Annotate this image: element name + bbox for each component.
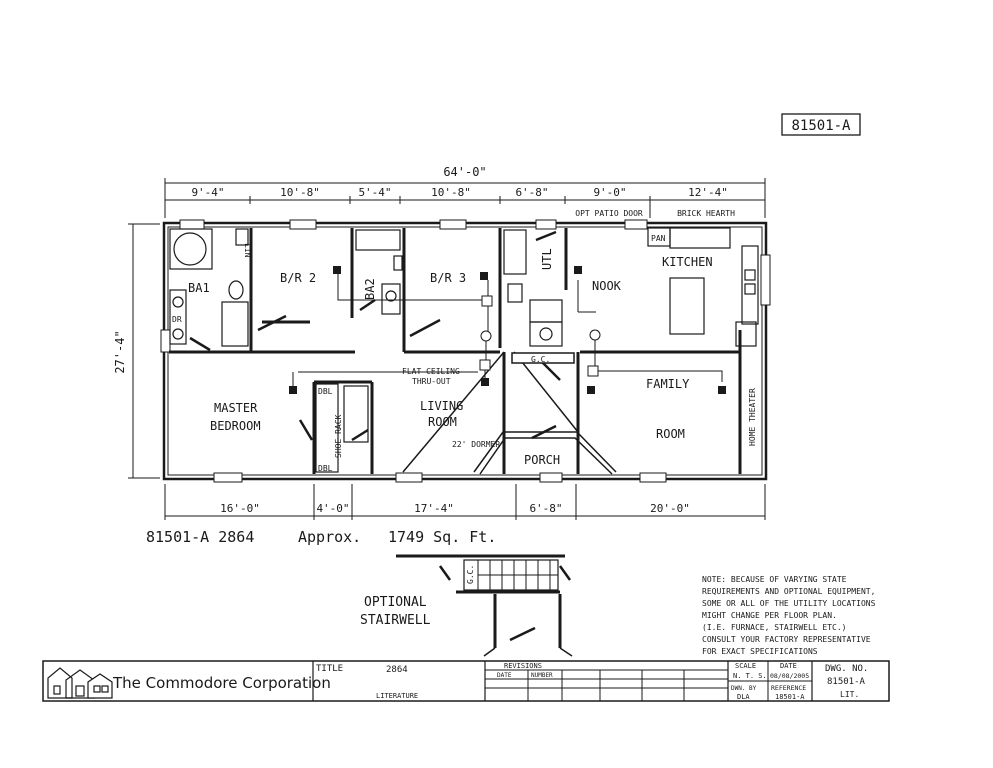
company-name: The Commodore Corporation	[112, 674, 331, 692]
title-block-text: TITLE 2864 LITERATURE REVISIONS DATE NUM…	[316, 662, 868, 701]
bottom-dim: 20'-0"	[650, 502, 690, 515]
note-line: SOME OR ALL OF THE UTILITY LOCATIONS	[702, 599, 876, 608]
top-dim: 10'-8"	[431, 186, 471, 199]
revisions-label: REVISIONS	[504, 662, 542, 670]
duct-markers	[292, 272, 723, 386]
top-dimensions: 9'-4" 10'-8" 5'-4" 10'-8" 6'-8" 9'-0" 12…	[191, 186, 727, 199]
dbl-bottom-label: DBL	[318, 464, 333, 473]
room-label-family-2: ROOM	[656, 427, 685, 441]
caption-approx: Approx.	[298, 528, 361, 546]
title-block	[42, 660, 890, 702]
top-dim: 12'-4"	[688, 186, 728, 199]
room-label-master-2: BEDROOM	[210, 419, 261, 433]
room-label-br2: B/R 2	[280, 271, 316, 285]
title-label: TITLE	[316, 664, 343, 674]
vent-registers	[289, 266, 726, 394]
top-dim: 6'-8"	[515, 186, 548, 199]
room-label-ba1: BA1	[188, 281, 210, 295]
reference-value: 18501-A	[775, 693, 805, 701]
date-label: DATE	[780, 662, 797, 670]
lit-label: LIT.	[840, 690, 859, 699]
top-dim: 9'-4"	[191, 186, 224, 199]
revision-date-header: DATE	[497, 672, 512, 679]
dormer-label: 22' DORMER	[452, 440, 500, 449]
room-label-living-1: LIVING	[420, 399, 463, 413]
note-line: CONSULT YOUR FACTORY REPRESENTATIVE	[702, 635, 871, 644]
drawing-number-value: 81501-A	[827, 677, 866, 687]
note-line: REQUIREMENTS AND OPTIONAL EQUIPMENT,	[702, 587, 875, 596]
room-label-br3: B/R 3	[430, 271, 466, 285]
top-dim: 5'-4"	[358, 186, 391, 199]
top-dim: 9'-0"	[593, 186, 626, 199]
stairwell-gc-label: G.C.	[466, 565, 475, 584]
company-logo-icon	[47, 667, 113, 699]
disclaimer-note: NOTE: BECAUSE OF VARYING STATE REQUIREME…	[702, 575, 876, 656]
room-label-living-2: ROOM	[428, 415, 457, 429]
drawn-by-value: DLA	[737, 693, 750, 701]
stairwell-label-1: OPTIONAL	[364, 595, 427, 610]
gc-label: G.C.	[531, 355, 550, 364]
linen-label: LIN	[243, 243, 252, 258]
caption-area: 1749 Sq. Ft.	[388, 528, 496, 546]
room-label-kitchen: KITCHEN	[662, 255, 713, 269]
stairwell-label-2: STAIRWELL	[360, 613, 431, 628]
top-dimension-ticks	[165, 196, 765, 218]
porch-walls	[402, 351, 617, 475]
reference-label: REFERENCE	[771, 684, 806, 692]
dr-label: DR	[172, 315, 182, 324]
date-value: 08/08/2005	[770, 672, 809, 680]
interior-walls	[169, 228, 742, 474]
literature-label: LITERATURE	[376, 692, 418, 700]
drawing-number-label: DWG. NO.	[825, 664, 868, 674]
bottom-dim: 16'-0"	[220, 502, 260, 515]
overall-depth-label: 27'-4"	[113, 330, 127, 373]
bottom-dim: 17'-4"	[414, 502, 454, 515]
note-line: (I.E. FURNACE, STAIRWELL ETC.)	[702, 623, 847, 632]
top-dim: 10'-8"	[280, 186, 320, 199]
home-theater-label: HOME THEATER	[748, 388, 757, 446]
note-line: NOTE: BECAUSE OF VARYING STATE	[702, 575, 847, 584]
bottom-dimensions: 16'-0" 4'-0" 17'-4" 6'-8" 20'-0"	[220, 502, 690, 515]
revision-number-header: NUMBER	[531, 672, 553, 679]
room-label-porch: PORCH	[524, 453, 560, 467]
room-label-ba2: BA2	[363, 278, 377, 300]
room-label-master-1: MASTER	[214, 401, 258, 415]
scale-label: SCALE	[735, 662, 756, 670]
bottom-dim: 4'-0"	[316, 502, 349, 515]
overall-depth-dimension	[128, 223, 160, 479]
overall-width-label: 64'-0"	[443, 165, 486, 179]
note-line: FOR EXACT SPECIFICATIONS	[702, 647, 818, 656]
title-value: 2864	[386, 665, 408, 675]
hearth-note: BRICK HEARTH	[677, 209, 735, 218]
plan-number-box: 81501-A	[781, 113, 861, 136]
flat-ceiling-label-1: FLAT CEILING	[402, 367, 460, 376]
room-label-family-1: FAMILY	[646, 377, 690, 391]
windows	[160, 219, 771, 483]
plan-number: 81501-A	[791, 118, 851, 134]
flat-ceiling-label-2: THRU-OUT	[412, 377, 451, 386]
bottom-dimension-ticks	[164, 484, 766, 520]
bottom-dim: 6'-8"	[529, 502, 562, 515]
optional-stairwell	[396, 554, 573, 657]
patio-door-note: OPT PATIO DOOR	[575, 209, 643, 218]
overall-width-dimension	[164, 178, 766, 218]
room-label-nook: NOOK	[592, 279, 622, 293]
note-line: MIGHT CHANGE PER FLOOR PLAN.	[702, 611, 837, 620]
small-labels: PAN DR LIN SHOE RACK DBL DBL FLAT CEILIN…	[172, 234, 757, 473]
plan-caption: 81501-A 2864 Approx. 1749 Sq. Ft.	[146, 528, 496, 546]
caption-model: 81501-A 2864	[146, 528, 254, 546]
pantry-label: PAN	[651, 234, 666, 243]
room-labels: BA1 B/R 2 BA2 B/R 3 UTL NOOK KITCHEN MAS…	[188, 248, 713, 467]
fixtures	[169, 227, 759, 473]
scale-value: N. T. S.	[733, 672, 767, 680]
room-label-utl: UTL	[540, 248, 554, 270]
drawn-by-label: DWN. BY	[731, 685, 757, 692]
shoe-rack-label: SHOE RACK	[334, 414, 343, 458]
dbl-top-label: DBL	[318, 387, 333, 396]
